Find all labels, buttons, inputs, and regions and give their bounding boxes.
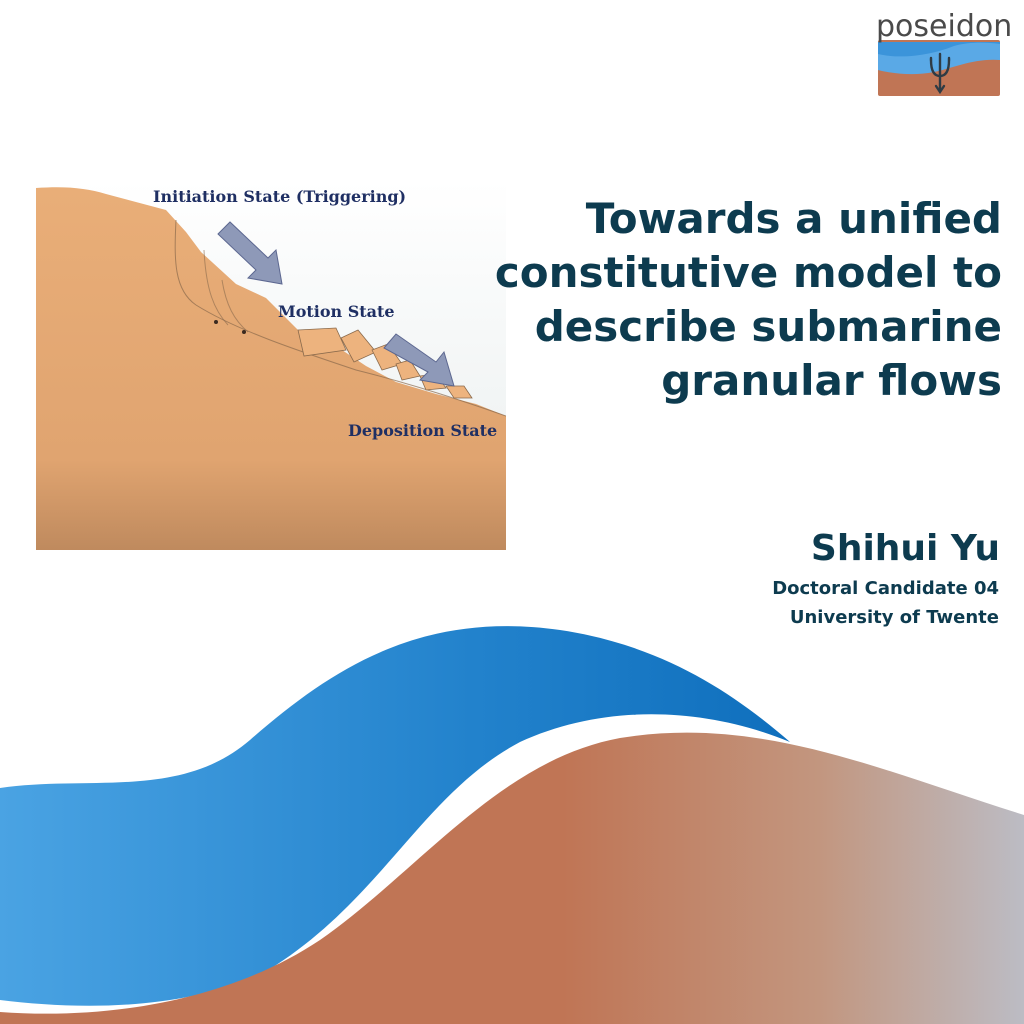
logo-graphic	[878, 40, 1000, 96]
label-motion-state: Motion State	[278, 302, 395, 321]
title-line-2: constitutive model to	[494, 248, 1002, 297]
blue-wave	[0, 626, 790, 1006]
label-deposition-state: Deposition State	[348, 421, 498, 440]
author-affiliation: University of Twente	[789, 607, 999, 628]
arrow-initiation	[217, 221, 283, 285]
title-line-3: describe submarine	[534, 302, 1002, 351]
logo-text: poseidon	[876, 9, 1013, 44]
author-role: Doctoral Candidate 04	[772, 578, 999, 599]
author-name: Shihui Yu	[810, 528, 1000, 569]
title-line-4: granular flows	[661, 356, 1002, 405]
landslide-figure: Initiation State (Triggering) Motion Sta…	[36, 180, 507, 550]
talk-title: Towards a unified constitutive model to …	[442, 192, 1002, 408]
label-initiation-state: Initiation State (Triggering)	[153, 187, 407, 206]
terracotta-wave	[0, 732, 1024, 1024]
landslide-illustration	[36, 180, 507, 550]
title-line-1: Towards a unified	[585, 194, 1002, 243]
arrow-motion	[383, 333, 455, 387]
